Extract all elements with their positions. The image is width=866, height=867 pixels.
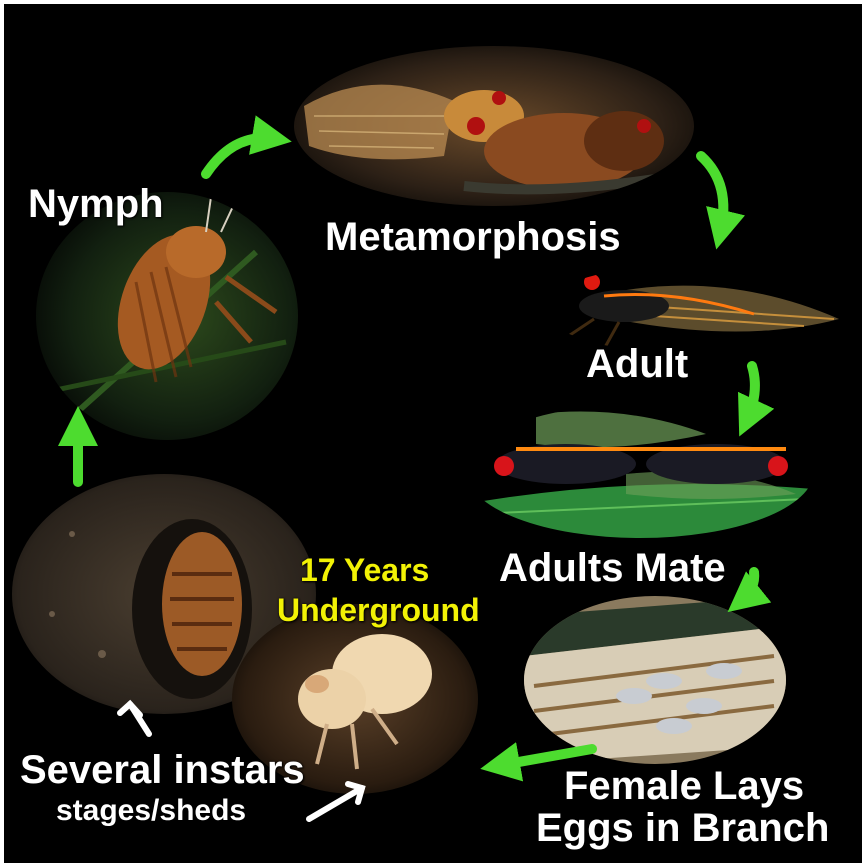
cicada-life-cycle-diagram: Nymph Metamorphosis Adult Adults Mate Fe…: [4, 4, 862, 863]
stage-label-several-instars: Several instars: [20, 750, 305, 790]
stage-label-nymph: Nymph: [28, 184, 164, 224]
stage-label-stages-sheds: stages/sheds: [56, 796, 246, 826]
cycle-arrow-icon: [740, 572, 754, 602]
cycle-arrow-icon: [206, 138, 276, 174]
cycle-arrows: [4, 4, 862, 863]
stage-label-adults-mate: Adults Mate: [499, 548, 726, 588]
stage-label-metamorphosis: Metamorphosis: [325, 217, 621, 257]
stage-label-female-lays: Female Lays: [564, 766, 804, 806]
cycle-arrow-icon: [701, 156, 723, 234]
cycle-arrow-icon: [746, 366, 755, 422]
stage-label-eggs-in-branch: Eggs in Branch: [536, 808, 829, 848]
stage-label-adult: Adult: [586, 344, 688, 384]
pointer-arrow-icon: [309, 788, 362, 819]
stage-label-underground: Underground: [277, 594, 480, 626]
stage-label-17-years: 17 Years: [300, 554, 429, 586]
